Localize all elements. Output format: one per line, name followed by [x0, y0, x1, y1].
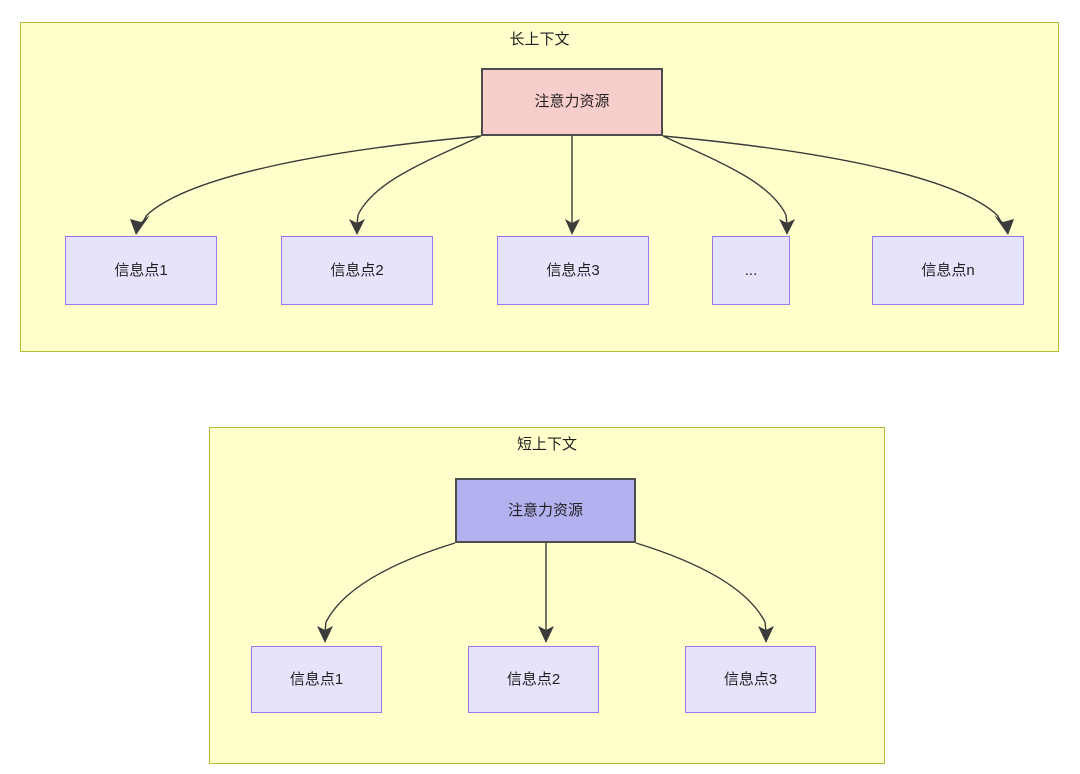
node-info-point-short-2-label: 信息点2	[506, 670, 561, 688]
node-info-point-short-3[interactable]: 信息点3	[685, 646, 816, 713]
node-info-point-long-ellipsis[interactable]: ...	[712, 236, 790, 305]
node-info-point-long-n[interactable]: 信息点n	[872, 236, 1024, 305]
panel-short-context-title: 短上下文	[516, 436, 577, 453]
node-attention-resource-short[interactable]: 注意力资源	[455, 478, 636, 543]
node-info-point-long-ellipsis-label: ...	[744, 261, 758, 279]
node-info-point-short-2[interactable]: 信息点2	[468, 646, 599, 713]
node-attention-resource-short-label: 注意力资源	[507, 501, 583, 519]
node-info-point-short-3-label: 信息点3	[723, 670, 778, 688]
node-info-point-long-3[interactable]: 信息点3	[497, 236, 649, 305]
node-info-point-long-1-label: 信息点1	[114, 261, 168, 279]
node-info-point-short-1[interactable]: 信息点1	[251, 646, 382, 713]
node-info-point-short-1-label: 信息点1	[289, 670, 344, 688]
node-attention-resource-long-label: 注意力资源	[534, 93, 610, 110]
node-attention-resource-long[interactable]: 注意力资源	[481, 68, 663, 136]
node-info-point-long-n-label: 信息点n	[921, 261, 975, 279]
node-info-point-long-2-label: 信息点2	[330, 261, 384, 279]
panel-long-context-title: 长上下文	[509, 31, 570, 48]
node-info-point-long-3-label: 信息点3	[546, 261, 600, 279]
node-info-point-long-2[interactable]: 信息点2	[281, 236, 433, 305]
node-info-point-long-1[interactable]: 信息点1	[65, 236, 217, 305]
